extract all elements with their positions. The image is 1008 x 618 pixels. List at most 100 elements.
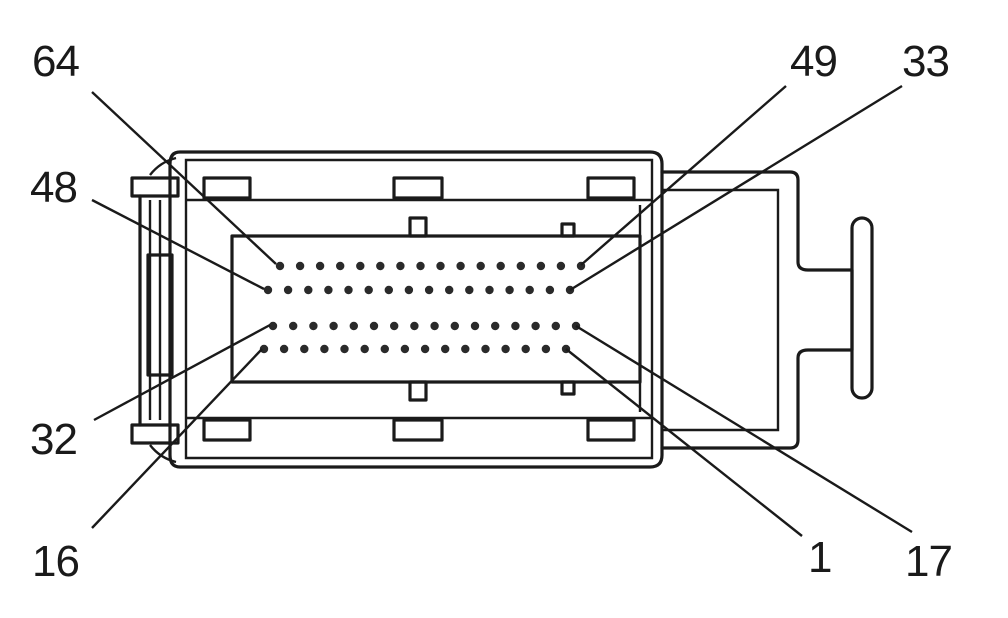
pin-contact: [340, 344, 349, 354]
leader-lines: [91, 84, 913, 537]
pin-contact: [324, 285, 333, 295]
pin-contact: [501, 344, 510, 354]
pin-contact: [525, 285, 534, 295]
label-pin-33: 33: [902, 37, 949, 86]
pin-contact: [263, 285, 273, 295]
pin-contact: [436, 261, 445, 271]
label-pin-17: 17: [905, 537, 952, 586]
pin-contact: [531, 321, 540, 331]
pin-contact: [456, 261, 465, 271]
pin-contact: [556, 261, 566, 271]
inner-shell: [184, 158, 654, 460]
pin-contact: [364, 285, 373, 295]
pin-contact: [410, 321, 419, 331]
pin-contact: [279, 344, 289, 354]
pin-contact: [309, 321, 318, 331]
bottom-slot-2: [392, 418, 444, 442]
pin-contact: [536, 261, 546, 271]
pin-contact: [300, 344, 309, 354]
pin-contact: [344, 285, 353, 295]
bottom-slot-1: [202, 418, 252, 442]
pin-contact: [336, 261, 345, 271]
leader-33: [569, 84, 903, 292]
pin-contact: [376, 261, 385, 271]
pin-contact: [289, 321, 298, 331]
bottom-slot-3: [586, 418, 636, 442]
pin-cavity: [230, 216, 642, 402]
pin-contact: [380, 344, 389, 354]
pin-contact: [268, 321, 278, 331]
pin-contact: [416, 261, 425, 271]
pin-contact: [390, 321, 399, 331]
latch-handle: [850, 216, 874, 400]
cavity-key-top-1: [408, 216, 428, 238]
pin-number-labels: 64 49 33 48 32 16 1 17: [30, 37, 953, 586]
pin-contact: [541, 344, 551, 354]
pin-contact: [320, 344, 329, 354]
pin-contact: [481, 344, 490, 354]
cavity-key-bottom-1: [408, 380, 428, 402]
leader-17: [575, 324, 913, 534]
pin-contact: [304, 285, 313, 295]
pin-contact: [485, 285, 494, 295]
label-pin-48: 48: [30, 163, 77, 212]
left-flange-top: [130, 176, 180, 198]
pin-contact: [441, 344, 450, 354]
pin-contact: [400, 344, 410, 354]
cavity-key-bottom-2: [560, 380, 576, 396]
pin-contact: [505, 285, 514, 295]
connector-latch: [660, 170, 874, 450]
top-slot-1: [202, 176, 252, 200]
pin-contact: [445, 285, 454, 295]
label-pin-64: 64: [32, 37, 79, 86]
pin-contact: [384, 285, 393, 295]
pin-contact: [461, 344, 470, 354]
pin-contact: [476, 261, 485, 271]
cavity-key-top-2: [560, 222, 576, 238]
pin-contact: [283, 285, 293, 295]
leader-48: [91, 198, 265, 291]
pin-contact: [404, 285, 414, 295]
pin-contact: [450, 321, 459, 331]
latch-inner: [662, 188, 780, 432]
pin-contact: [275, 261, 285, 271]
pin-contact: [315, 261, 325, 271]
pin-contact: [259, 344, 269, 354]
pin-contact: [349, 321, 358, 331]
label-pin-49: 49: [790, 37, 837, 86]
pin-contact: [360, 344, 369, 354]
top-slot-2: [392, 176, 444, 200]
leader-16: [91, 348, 263, 529]
label-pin-1: 1: [808, 533, 831, 582]
left-flange-bottom: [130, 423, 180, 445]
pin-contact: [420, 344, 430, 354]
pin-contact: [511, 321, 520, 331]
pin-contact: [430, 321, 439, 331]
pin-contact: [521, 344, 530, 354]
pin-contact: [491, 321, 500, 331]
top-slot-3: [586, 176, 636, 200]
leader-32: [93, 323, 271, 422]
pin-contact: [545, 285, 555, 295]
pin-contact: [329, 321, 338, 331]
pin-contact: [465, 285, 474, 295]
leader-64: [91, 91, 277, 265]
pin-contact: [356, 261, 365, 271]
left-latch: [146, 253, 174, 377]
pin-contact: [516, 261, 525, 271]
pin-array: [259, 261, 586, 354]
connector-housing: [130, 150, 664, 469]
label-pin-32: 32: [30, 415, 77, 464]
pin-contact: [496, 261, 505, 271]
cavity-outline: [230, 234, 642, 384]
leader-49: [580, 85, 787, 266]
pin-contact: [424, 285, 434, 295]
label-pin-16: 16: [32, 537, 79, 586]
pin-contact: [470, 321, 480, 331]
pin-contact: [295, 261, 305, 271]
pin-contact: [551, 321, 560, 331]
pin-contact: [369, 321, 379, 331]
leader-1: [565, 348, 803, 537]
